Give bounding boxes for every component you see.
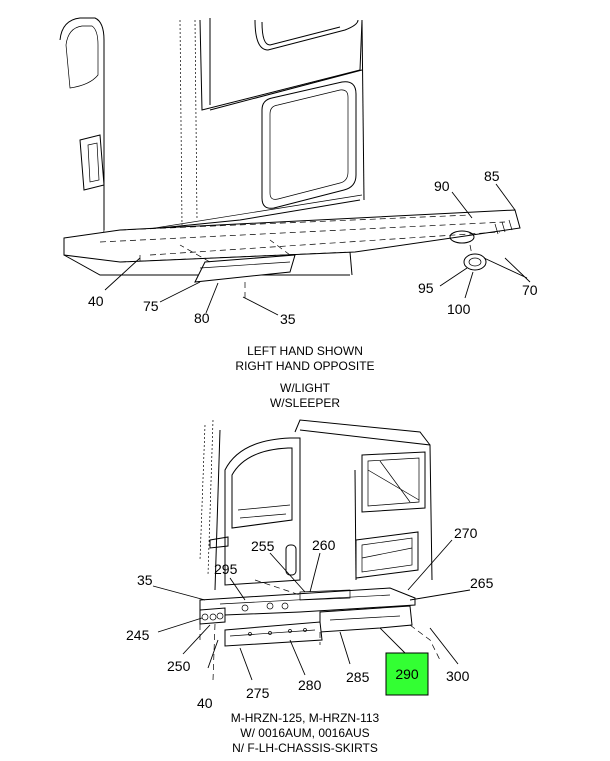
callout-75[interactable]: 75 — [143, 298, 159, 314]
top-caption: LEFT HAND SHOWN RIGHT HAND OPPOSITE W/LI… — [235, 344, 374, 410]
callout-285[interactable]: 285 — [346, 669, 370, 685]
bottom-leader-lines — [152, 539, 471, 681]
caption-with-light: W/LIGHT — [280, 381, 331, 395]
callout-300[interactable]: 300 — [446, 668, 470, 684]
callout-270[interactable]: 270 — [454, 525, 478, 541]
caption-left-hand-shown: LEFT HAND SHOWN — [247, 344, 363, 358]
callout-95[interactable]: 95 — [418, 280, 434, 296]
callout-250[interactable]: 250 — [167, 658, 191, 674]
caption-without-option: N/ F-LH-CHASSIS-SKIRTS — [232, 741, 378, 755]
top-leader-lines — [104, 183, 531, 316]
top-callouts: 90 85 40 75 80 35 95 100 70 — [88, 168, 538, 327]
callout-80[interactable]: 80 — [194, 310, 210, 326]
callout-70[interactable]: 70 — [522, 282, 538, 298]
caption-right-hand-opposite: RIGHT HAND OPPOSITE — [235, 359, 374, 373]
callout-290[interactable]: 290 — [395, 666, 419, 682]
highlighted-part-290-box[interactable] — [385, 652, 429, 696]
callout-40[interactable]: 40 — [88, 293, 104, 309]
bottom-callouts: 255 260 270 35 295 265 245 250 40 275 28… — [126, 525, 494, 711]
callout-275[interactable]: 275 — [246, 685, 270, 701]
top-cab-illustration — [59, 17, 521, 298]
callout-260[interactable]: 260 — [312, 537, 336, 553]
callout-280[interactable]: 280 — [298, 677, 322, 693]
caption-with-options: W/ 0016AUM, 0016AUS — [240, 726, 369, 740]
callout-100[interactable]: 100 — [447, 301, 471, 317]
bottom-cab-illustration — [199, 419, 433, 591]
callout-90[interactable]: 90 — [434, 178, 450, 194]
callout-245[interactable]: 245 — [126, 627, 150, 643]
callout-265[interactable]: 265 — [470, 575, 494, 591]
caption-model-list: M-HRZN-125, M-HRZN-113 — [231, 711, 380, 725]
callout-255[interactable]: 255 — [251, 538, 275, 554]
callout-85[interactable]: 85 — [484, 168, 500, 184]
caption-with-sleeper: W/SLEEPER — [270, 396, 340, 410]
callout-295[interactable]: 295 — [214, 561, 238, 577]
callout-40-bottom[interactable]: 40 — [197, 695, 213, 711]
callout-35-bottom[interactable]: 35 — [137, 572, 153, 588]
callout-35[interactable]: 35 — [280, 311, 296, 327]
bottom-skirt-parts — [199, 579, 441, 681]
bottom-caption: M-HRZN-125, M-HRZN-113 W/ 0016AUM, 0016A… — [231, 711, 380, 755]
